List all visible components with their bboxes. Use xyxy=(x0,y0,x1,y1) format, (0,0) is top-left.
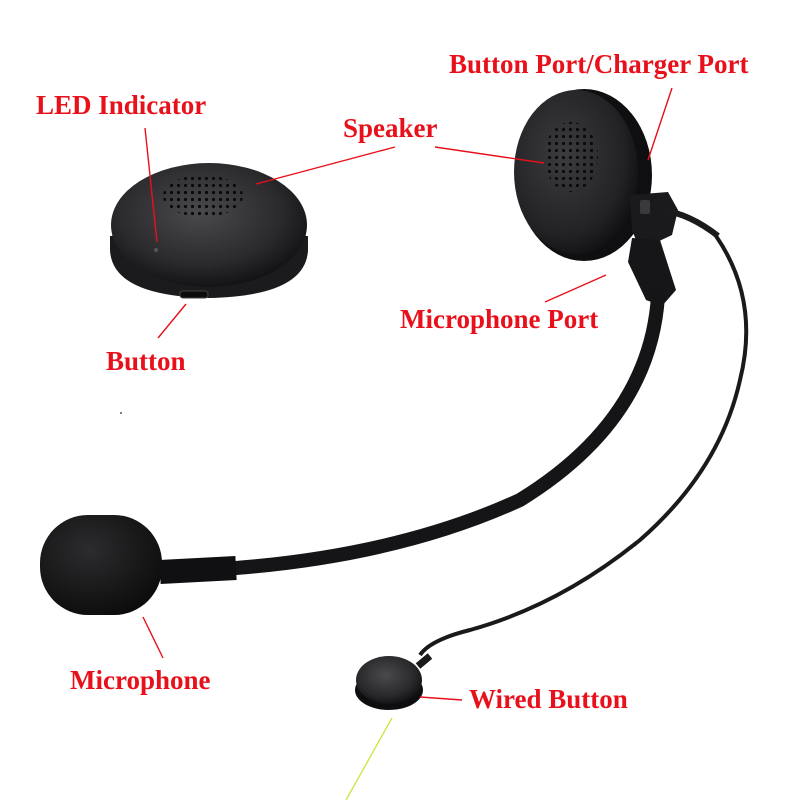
boom-arm xyxy=(159,289,665,584)
label-button: Button xyxy=(106,346,186,376)
wired-cable xyxy=(418,234,749,657)
leader-line-microphone xyxy=(142,616,164,659)
speaker-pod-left xyxy=(110,163,308,299)
microphone-foam xyxy=(40,515,162,615)
label-microphone-port: Microphone Port xyxy=(400,304,599,334)
wired-button-puck xyxy=(355,653,433,710)
yellow-line xyxy=(345,717,393,800)
leader-lines xyxy=(142,87,673,701)
label-button-port-charger-port: Button Port/Charger Port xyxy=(449,49,749,79)
leader-line-led xyxy=(144,127,158,243)
leader-line-speaker-right xyxy=(434,146,545,164)
leader-line-wired-button xyxy=(419,696,463,701)
dot-mark xyxy=(120,412,122,414)
label-speaker: Speaker xyxy=(343,113,438,143)
label-microphone: Microphone xyxy=(70,665,211,695)
leader-line-button-port xyxy=(647,87,673,161)
leader-line-button xyxy=(157,303,187,339)
label-wired-button: Wired Button xyxy=(469,684,628,714)
leader-line-mic-port xyxy=(544,274,607,303)
leader-line-speaker-left xyxy=(255,146,396,185)
label-led-indicator: LED Indicator xyxy=(36,90,207,120)
earpiece-right xyxy=(514,89,720,306)
